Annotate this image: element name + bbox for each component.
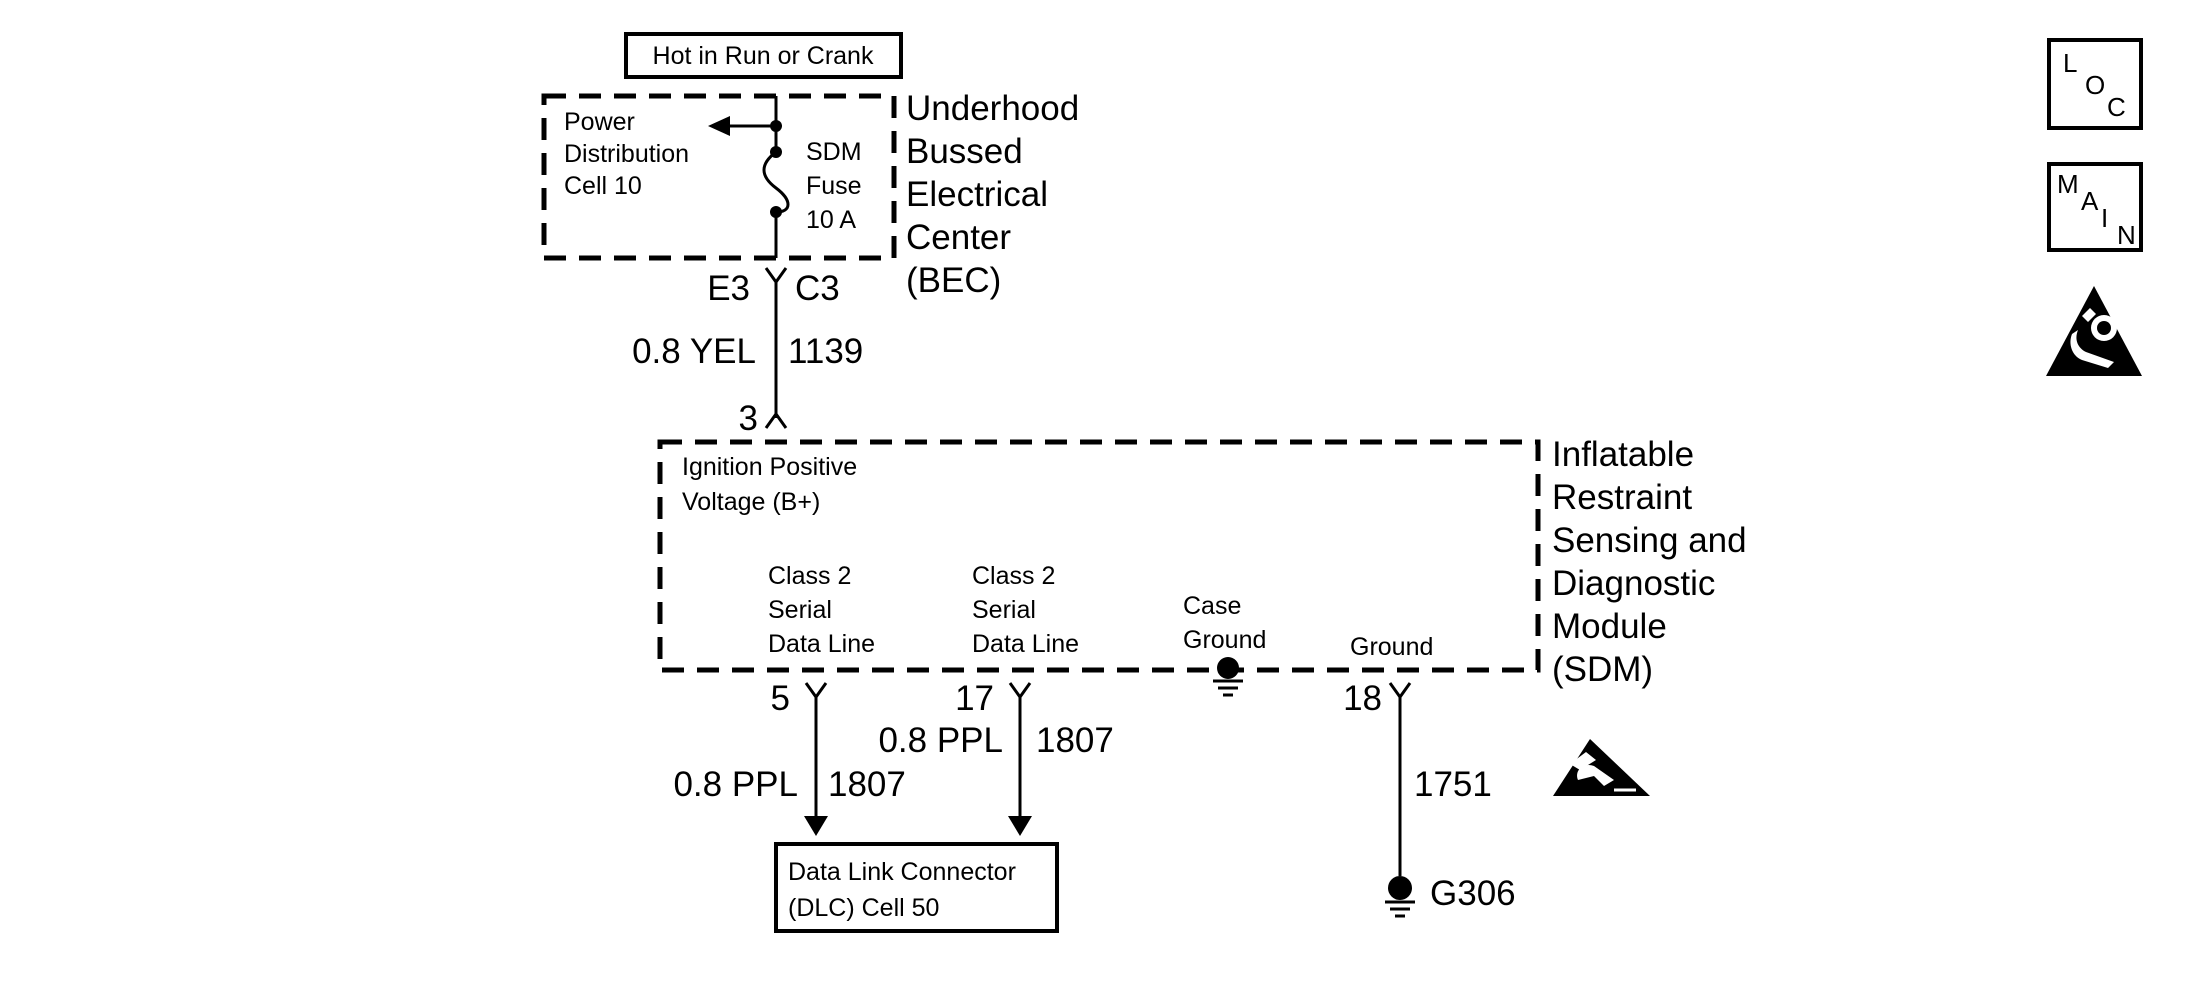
bec-name-line-4: Center bbox=[906, 218, 1011, 257]
sdm-name-line-6: (SDM) bbox=[1552, 650, 1653, 689]
data-b-line-1: Class 2 bbox=[972, 562, 1055, 590]
wire-1139: 0.8 YEL 1139 bbox=[632, 282, 863, 418]
ground-wire-circuit: 1751 bbox=[1414, 765, 1492, 804]
bec-name-line-5: (BEC) bbox=[906, 261, 1001, 300]
data-wire-b: 17 0.8 PPL 1807 bbox=[878, 679, 1114, 836]
data-a-line-3: Data Line bbox=[768, 630, 875, 658]
data-b-line-2: Serial bbox=[972, 596, 1036, 624]
data-wire-a-pin: 5 bbox=[771, 679, 790, 718]
ground-label: Ground bbox=[1350, 633, 1433, 661]
ground-icon bbox=[1385, 876, 1415, 918]
dlc-line-2: (DLC) Cell 50 bbox=[788, 894, 939, 922]
arrow-left-icon bbox=[708, 116, 730, 136]
connector-female-icon bbox=[764, 267, 788, 285]
connector-c3-label: C3 bbox=[795, 269, 840, 308]
ign-label-line-2: Voltage (B+) bbox=[682, 488, 820, 516]
bec-internal-wiring bbox=[708, 96, 790, 258]
case-ground-icon bbox=[1213, 657, 1243, 697]
sdm-pin-3-label: 3 bbox=[739, 399, 758, 438]
wire-1139-gauge-color: 0.8 YEL bbox=[632, 332, 756, 371]
connector-female-icon bbox=[1388, 682, 1412, 700]
data-wire-b-circuit: 1807 bbox=[1036, 721, 1114, 760]
fuse-line-2: Fuse bbox=[806, 172, 862, 200]
sdm-box: Ignition Positive Voltage (B+) Class 2 S… bbox=[657, 439, 1541, 673]
case-ground-line-1: Case bbox=[1183, 592, 1241, 620]
ign-label-line-1: Ignition Positive bbox=[682, 453, 857, 481]
sdm-pin-3: 3 bbox=[739, 399, 788, 438]
loc-icon[interactable]: L O C bbox=[2047, 38, 2143, 130]
bec-connector: E3 C3 bbox=[707, 267, 840, 308]
data-a-line-2: Serial bbox=[768, 596, 832, 624]
fuse-line-3: 10 A bbox=[806, 206, 856, 234]
esd-warning-icon bbox=[1553, 739, 1650, 796]
sdm-name-line-3: Sensing and bbox=[1552, 521, 1747, 560]
sdm-name-line-4: Diagnostic bbox=[1552, 564, 1715, 603]
loc-letter-2: O bbox=[2085, 70, 2105, 100]
connector-female-icon bbox=[1008, 682, 1032, 700]
main-letter-2: A bbox=[2081, 186, 2099, 216]
connector-e3-label: E3 bbox=[707, 269, 750, 308]
dlc-line-1: Data Link Connector bbox=[788, 858, 1016, 886]
case-ground-line-2: Ground bbox=[1183, 626, 1266, 654]
bec-name: Underhood Bussed Electrical Center (BEC) bbox=[906, 89, 1079, 300]
fuse-icon bbox=[762, 150, 790, 214]
main-letter-3: I bbox=[2101, 203, 2108, 233]
sdm-name-line-2: Restraint bbox=[1552, 478, 1692, 517]
data-b-line-3: Data Line bbox=[972, 630, 1079, 658]
data-wire-b-gauge-color: 0.8 PPL bbox=[878, 721, 1003, 760]
ground-wire: 18 1751 G306 bbox=[1343, 679, 1516, 918]
fuse-line-1: SDM bbox=[806, 138, 862, 166]
ground-id-label: G306 bbox=[1430, 874, 1516, 913]
sdm-name: Inflatable Restraint Sensing and Diagnos… bbox=[1552, 435, 1747, 689]
loc-letter-3: C bbox=[2107, 92, 2126, 122]
connector-male-icon bbox=[764, 411, 788, 429]
main-letter-1: M bbox=[2057, 169, 2079, 199]
power-dist-line-1: Power bbox=[564, 108, 635, 136]
sdm-name-line-5: Module bbox=[1552, 607, 1667, 646]
data-wire-a-gauge-color: 0.8 PPL bbox=[673, 765, 798, 804]
dlc-box: Data Link Connector (DLC) Cell 50 bbox=[774, 842, 1059, 933]
connector-female-icon bbox=[804, 682, 828, 700]
arrow-down-icon bbox=[804, 816, 828, 836]
data-wire-a-circuit: 1807 bbox=[828, 765, 906, 804]
data-wire-a: 5 0.8 PPL 1807 bbox=[673, 679, 906, 836]
arrow-down-icon bbox=[1008, 816, 1032, 836]
power-dist-line-2: Distribution bbox=[564, 140, 689, 168]
loc-letter-1: L bbox=[2063, 48, 2077, 78]
bec-box: Power Distribution Cell 10 SDM Fuse 10 A bbox=[541, 93, 897, 261]
power-source-label: Hot in Run or Crank bbox=[653, 42, 874, 70]
wire-1139-circuit: 1139 bbox=[788, 332, 863, 371]
power-source-box: Hot in Run or Crank bbox=[624, 32, 903, 79]
main-icon[interactable]: M A I N bbox=[2047, 162, 2143, 252]
power-dist-line-3: Cell 10 bbox=[564, 172, 642, 200]
sdm-name-line-1: Inflatable bbox=[1552, 435, 1694, 474]
ground-wire-pin: 18 bbox=[1343, 679, 1382, 718]
main-letter-4: N bbox=[2117, 220, 2136, 250]
data-wire-b-pin: 17 bbox=[955, 679, 994, 718]
bec-name-line-2: Bussed bbox=[906, 132, 1023, 171]
bec-name-line-1: Underhood bbox=[906, 89, 1079, 128]
bec-name-line-3: Electrical bbox=[906, 175, 1048, 214]
airbag-warning-icon bbox=[2046, 286, 2142, 376]
data-a-line-1: Class 2 bbox=[768, 562, 851, 590]
